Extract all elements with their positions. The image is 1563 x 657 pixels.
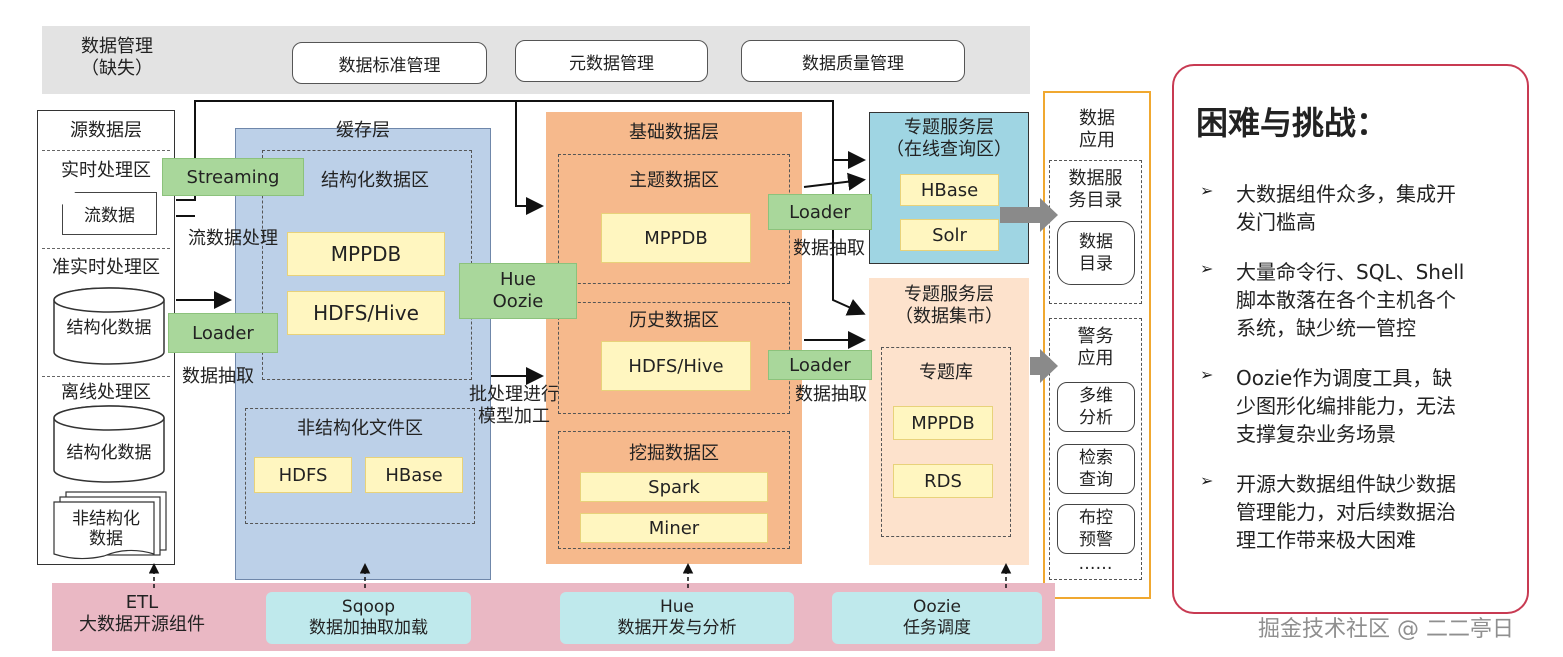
unstructured-file-zone [245,408,475,524]
data-quality-management-button[interactable]: 数据质量管理 [741,40,965,82]
multidimensional-analysis-item[interactable]: 多维 分析 [1057,382,1135,432]
history-zone-title: 历史数据区 [629,310,719,331]
topic-library-zone [881,347,1011,537]
offline-zone-label: 离线处理区 [61,382,151,403]
database-cylinder-icon [53,405,165,483]
divider [42,150,170,151]
etl-label: ETL 大数据开源组件 [79,592,205,635]
structured-zone-title: 结构化数据区 [321,170,429,191]
service-mart-title: 专题服务层 （数据集市） [895,284,1003,327]
hdfs-hive-box: HDFS/Hive [601,341,751,391]
hbase-box: HBase [900,174,999,206]
loader-connector[interactable]: Loader [768,350,872,380]
challenges-panel [1172,64,1529,614]
database-cylinder-icon [53,287,165,365]
cache-layer-title: 缓存层 [336,120,390,141]
hdfs-box: HDFS [254,457,352,493]
challenge-item: ➢开源大数据组件缺少数据 管理能力，对后续数据治 理工作带来极大困难 [1200,471,1456,552]
batch-processing-label: 批处理进行 模型加工 [469,384,559,427]
mppdb-box: MPPDB [893,406,993,440]
police-application-zone [1049,318,1142,580]
data-extraction-label: 数据抽取 [793,238,865,259]
topic-zone-title: 主题数据区 [629,170,719,191]
challenge-item: ➢大量命令行、SQL、Shell 脚本散落在各个主机各个 系统，缺少统一管控 [1200,259,1465,340]
document-stack-icon [53,491,167,560]
service-catalog-zone [1049,160,1142,304]
data-catalog-item[interactable]: 数据 目录 [1057,221,1135,285]
topic-library-title: 专题库 [919,362,973,383]
stream-data-doc: 流数据 [62,192,157,235]
streaming-connector[interactable]: Streaming [162,158,304,196]
search-query-item[interactable]: 检索 查询 [1057,444,1135,494]
mining-zone-title: 挖掘数据区 [629,443,719,464]
hue-oozie-connector[interactable]: Hue Oozie [459,263,577,319]
surveillance-alert-item[interactable]: 布控 预警 [1057,504,1135,554]
data-standard-management-button[interactable]: 数据标准管理 [292,42,487,84]
service-catalog-title: 数据服 务目录 [1068,168,1123,211]
challenges-title: 困难与挑战： [1196,104,1389,142]
hue-component[interactable]: Hue 数据开发与分析 [560,592,794,644]
structured-data-label: 结构化数据 [66,443,152,463]
unstructured-zone-title: 非结构化文件区 [297,418,423,439]
challenge-item: ➢Oozie作为调度工具，缺 少图形化编排能力，无法 支撑复杂业务场景 [1200,365,1456,446]
realtime-zone-label: 实时处理区 [61,160,151,181]
challenge-item: ➢大数据组件众多，集成开 发门槛高 [1200,181,1456,234]
data-extraction-label: 数据抽取 [795,384,867,405]
hbase-box: HBase [365,457,463,493]
divider [42,248,170,249]
loader-connector[interactable]: Loader [768,194,872,230]
data-application-panel [1043,91,1151,599]
spark-box: Spark [580,472,768,502]
oozie-component[interactable]: Oozie 任务调度 [832,592,1042,644]
sqoop-component[interactable]: Sqoop 数据加抽取加载 [266,592,471,644]
hdfs-hive-box: HDFS/Hive [287,291,445,335]
data-extraction-label: 数据抽取 [182,366,254,387]
police-application-title: 警务 应用 [1077,326,1114,369]
mppdb-box: MPPDB [601,213,751,263]
base-layer-title: 基础数据层 [629,122,719,143]
structured-data-label: 结构化数据 [66,318,152,338]
rds-box: RDS [893,464,993,498]
loader-connector[interactable]: Loader [168,313,278,353]
solr-box: Solr [900,219,999,251]
unstructured-data-label: 非结构化 数据 [72,509,140,550]
service-online-title: 专题服务层 （在线查询区） [886,117,1012,160]
mppdb-box: MPPDB [287,232,445,276]
watermark: 掘金技术社区 @ 二二亭日 [1258,617,1514,642]
metadata-management-button[interactable]: 元数据管理 [515,40,708,82]
source-layer-title: 源数据层 [70,120,142,141]
more-ellipsis: …… [1078,554,1113,574]
stream-processing-label: 流数据处理 [188,228,278,249]
challenges-list: ➢大数据组件众多，集成开 发门槛高 ➢大量命令行、SQL、Shell 脚本散落在… [1200,180,1520,576]
divider [42,376,170,377]
miner-box: Miner [580,513,768,543]
data-management-label: 数据管理 （缺失） [81,36,153,79]
near-realtime-zone-label: 准实时处理区 [52,257,160,278]
mining-data-zone [558,431,790,549]
data-application-title: 数据 应用 [1079,108,1115,151]
